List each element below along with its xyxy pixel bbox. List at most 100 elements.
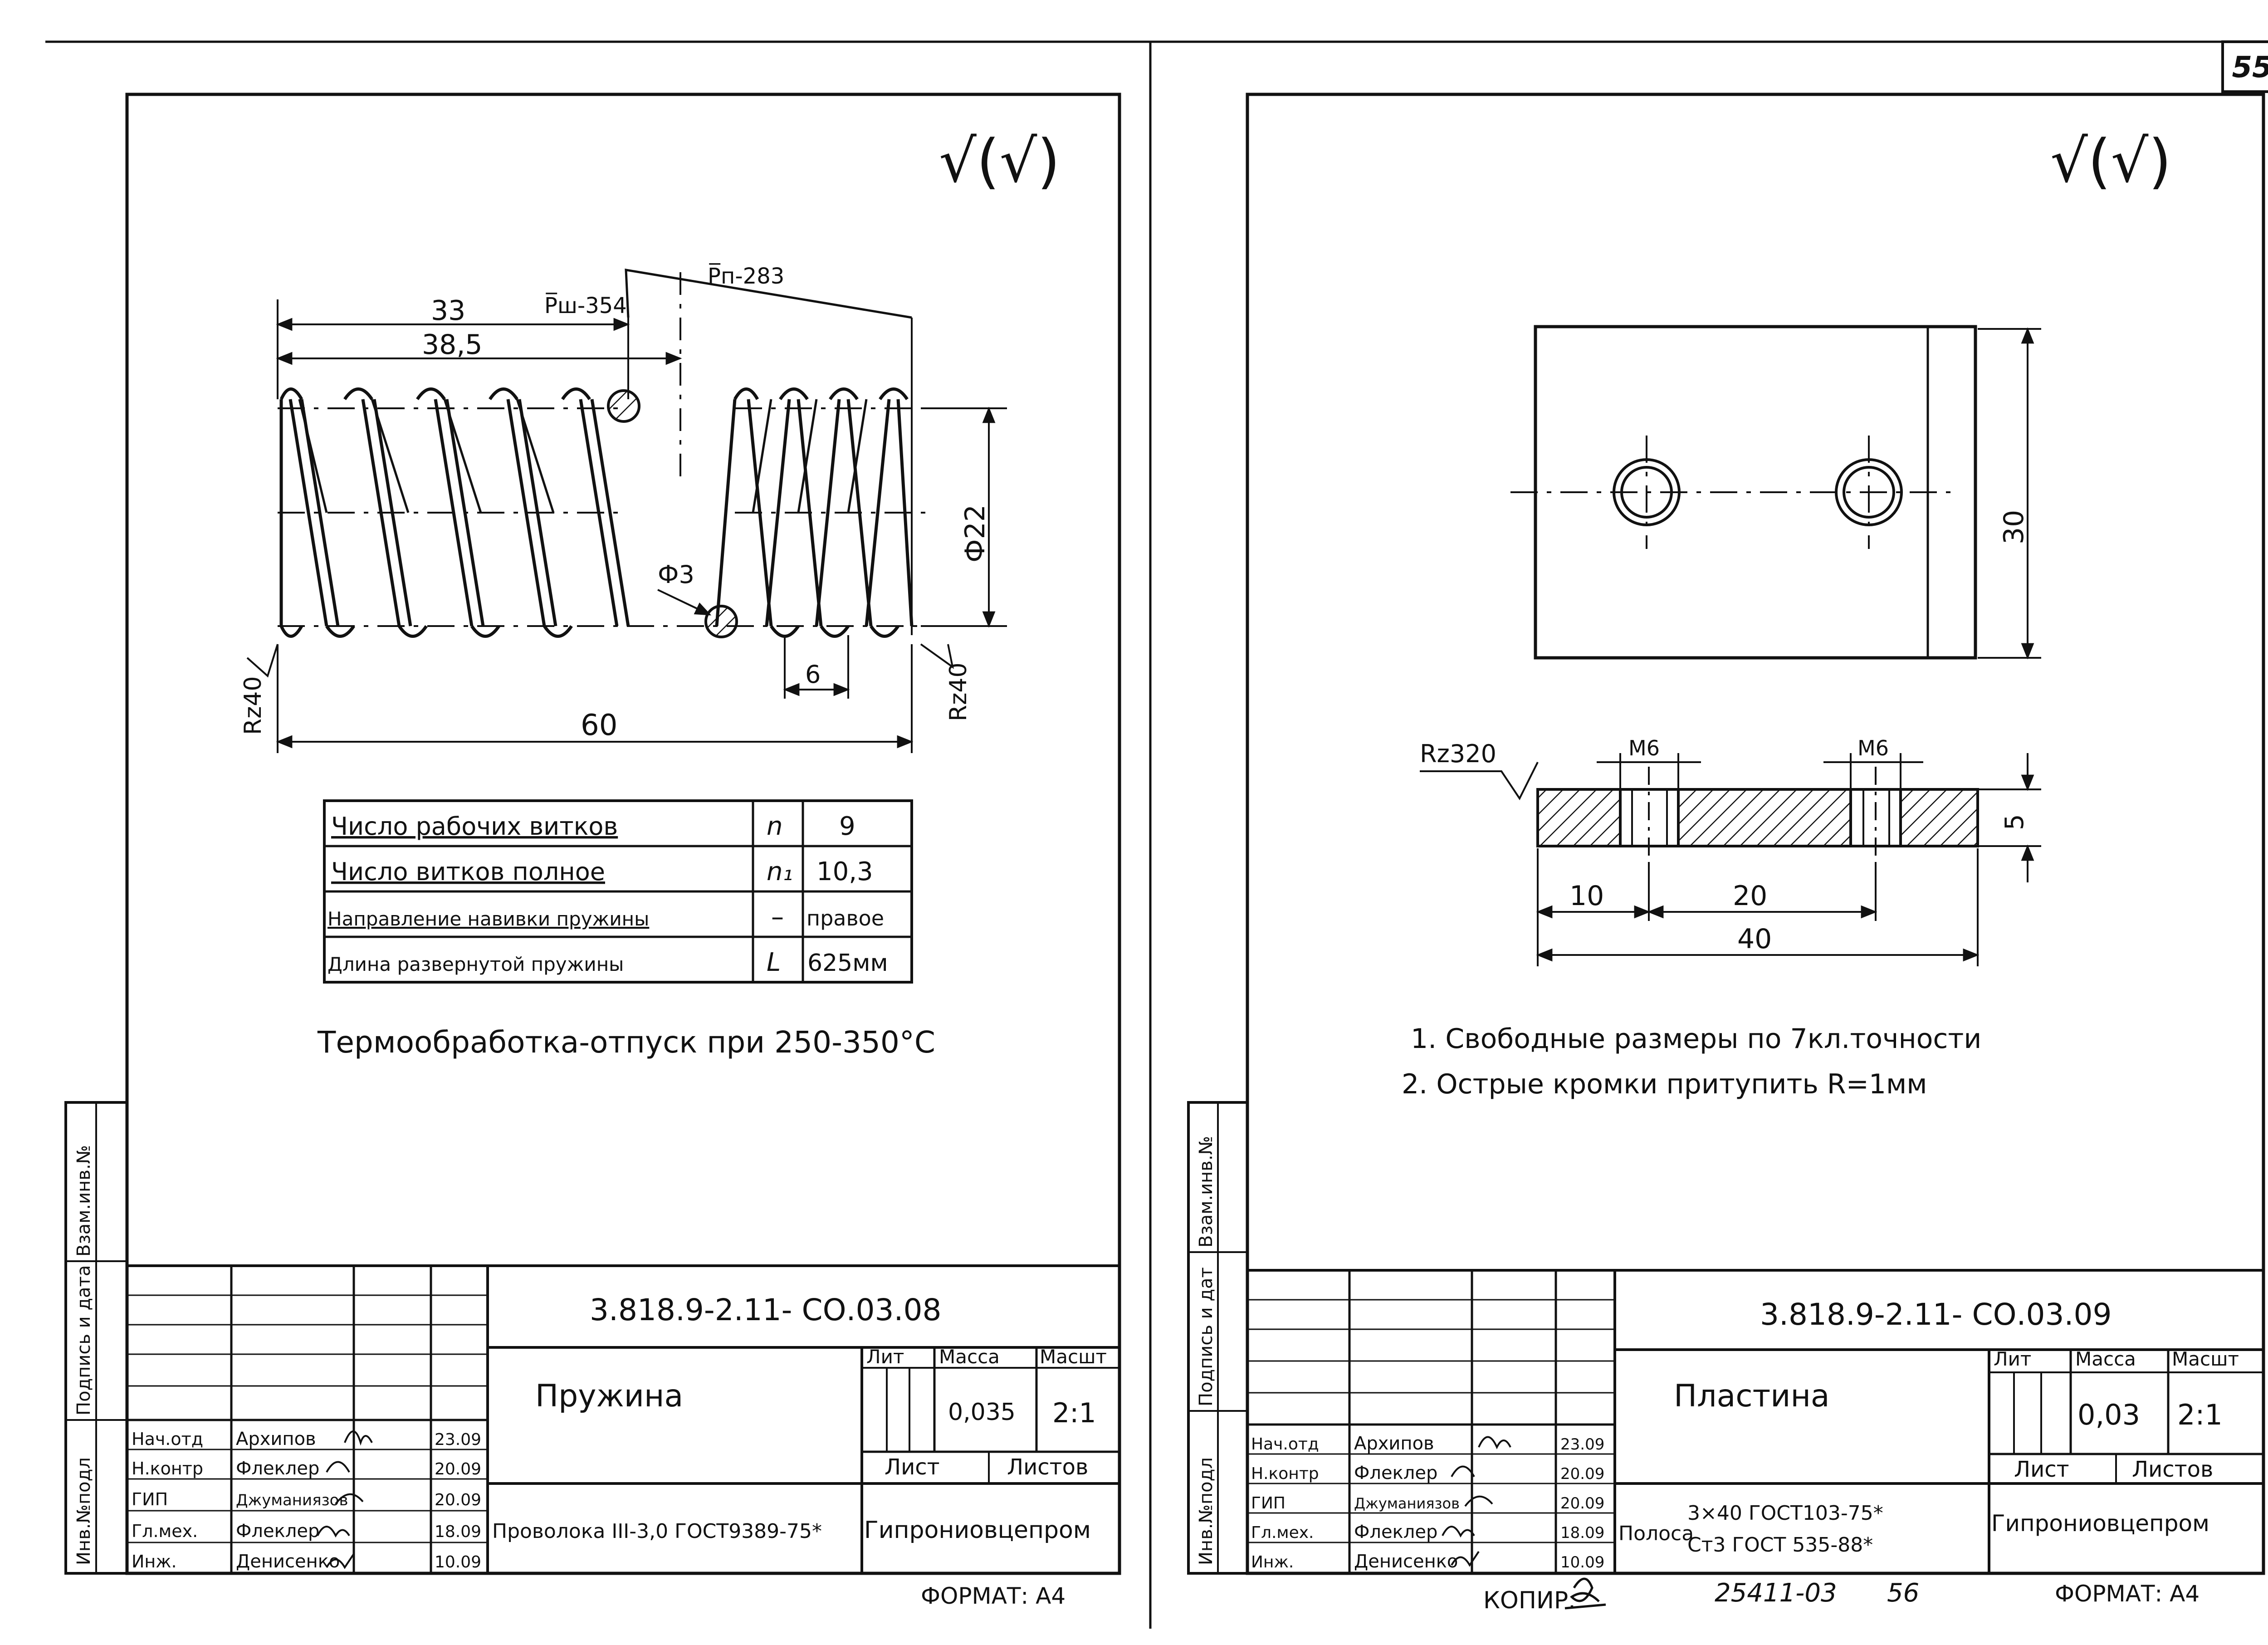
right-material-top: 3×40 ГОСТ103-75* [1687,1502,1883,1525]
right-role-3: ГИП [1251,1494,1286,1513]
right-date-1: 23.09 [1560,1435,1604,1454]
right-sheets-label: Листов [2132,1457,2213,1482]
dim-m6-left: М6 [1628,736,1660,760]
left-date-4: 18.09 [435,1523,481,1541]
right-date-2: 20.09 [1560,1465,1604,1483]
left-role-3: ГИП [132,1489,168,1509]
dim-5: 5 [2000,814,2029,830]
left-side-label-3: Взам.инв.№ [73,1145,94,1257]
hole-left-inner [1620,466,1673,519]
right-mass-value: 0,03 [2077,1398,2140,1431]
left-frame [125,93,1121,1575]
dim-p3: P̅ш-354 [544,292,627,318]
left-material: Проволока III-3,0 ГОСТ9389-75* [492,1520,822,1543]
right-note-2: 2. Острые кромки притупить R=1мм [1402,1068,1927,1100]
spec-row-2-label: Число витков полное [331,857,605,886]
right-name-1: Архипов [1354,1433,1434,1454]
left-col-scale: Масшт [1040,1346,1107,1368]
spring-coils-right [715,387,914,638]
left-name-4: Флеклер [236,1521,319,1542]
dim-phi22: Ф22 [959,504,991,563]
left-col-mass: Масса [939,1346,1000,1368]
hole-left-outer [1613,458,1681,526]
left-name-3: Джуманиязов [236,1491,348,1509]
plate-section-view: М6 М6 Rz320 5 10 20 40 [1420,736,2041,966]
dim-20: 20 [1733,880,1767,912]
left-role-2: Н.контр [132,1459,203,1479]
right-roughness-mark: √(√) [2050,127,2171,196]
spec-row-1-label: Число рабочих витков [331,812,618,841]
left-sheet: √(√) [64,93,1121,1609]
right-role-2: Н.контр [1251,1464,1319,1483]
spec-row-4-val: 625мм [807,950,888,977]
right-note-1: 1. Свободные размеры по 7кл.точности [1411,1023,1981,1055]
right-role-4: Гл.мех. [1251,1523,1314,1542]
dim-6: 6 [805,660,821,689]
left-col-lit: Лит [866,1346,904,1368]
left-title-block: 3.818.9-2.11- СО.03.08 Пружина Лит Масса… [127,1264,1119,1609]
left-organization: Гипрониовцепром [864,1517,1091,1544]
spec-row-1-sym: n [767,812,783,841]
right-format: ФОРМАТ: А4 [2055,1581,2200,1607]
dim-60: 60 [581,709,617,742]
dim-40: 40 [1737,923,1772,955]
right-col-scale: Масшт [2172,1348,2239,1370]
left-scale-value: 2:1 [1052,1397,1096,1429]
right-scale-value: 2:1 [2177,1398,2223,1431]
left-sheet-label: Лист [885,1454,940,1480]
left-side-strip: Инв.№подл Подпись и дата Взам.инв.№ [64,1101,128,1575]
spec-row-3-sym: – [771,902,784,932]
right-name-5: Денисенко [1354,1551,1458,1572]
right-date-5: 10.09 [1560,1553,1604,1572]
spring-coils-left [279,387,630,638]
spring-drawing [278,272,930,638]
bottom-page: 56 [1887,1578,1919,1608]
right-frame [1246,93,2265,1575]
right-doc-code: 3.818.9-2.11- СО.03.09 [1760,1297,2112,1332]
right-sheet-label: Лист [2014,1457,2069,1482]
kopir-signature [1564,1577,1606,1610]
left-mass-value: 0,035 [948,1399,1016,1426]
spec-row-1-val: 9 [839,812,855,841]
spec-row-2-val: 10,3 [816,857,873,886]
spec-row-3-label: Направление навивки пружины [327,908,649,930]
kopir-label: КОПИР. [1483,1587,1576,1614]
spring-dimensions: 33 38,5 P̅ш-354 P̅п-283 Ф22 Ф3 6 60 Rz40 [240,263,1007,753]
right-col-lit: Лит [1994,1348,2031,1370]
left-name-1: Архипов [236,1429,316,1449]
rz-left: Rz40 [240,676,267,735]
left-signatures [317,1430,373,1569]
left-side-label-2: Подпись и дата [73,1265,94,1415]
left-date-5: 10.09 [435,1553,481,1572]
right-organization: Гипрониовцепром [1991,1510,2209,1537]
left-roughness-mark: √(√) [939,127,1060,196]
wire-section-top [607,389,640,423]
hole-right-outer [1835,458,1903,526]
wire-section-bottom [704,605,738,638]
right-side-label-2: Подпись и дат [1196,1267,1217,1406]
plate-front-view: 30 [1510,325,2041,660]
dim-m6-right: М6 [1857,736,1889,760]
dim-33: 33 [431,295,465,327]
left-sheets-label: Листов [1007,1454,1088,1480]
spec-row-2-sym: n₁ [767,857,793,886]
left-doc-code: 3.818.9-2.11- СО.03.08 [590,1292,941,1327]
left-format: ФОРМАТ: А4 [921,1583,1066,1609]
left-date-1: 23.09 [435,1430,481,1449]
rz-right: Rz40 [945,662,972,721]
spring-spec-table: Число рабочих витков n 9 Число витков по… [323,799,913,984]
rz320-label: Rz320 [1420,739,1496,768]
dim-10: 10 [1569,880,1604,912]
right-material-bottom: Ст3 ГОСТ 535-88* [1687,1533,1873,1557]
hole-right-inner [1843,466,1895,519]
right-col-mass: Масса [2075,1348,2136,1370]
page-number-box [2221,40,2268,93]
right-role-5: Инж. [1251,1553,1294,1572]
left-role-1: Нач.отд [132,1429,203,1449]
right-side-label-1: Инв.№подл [1196,1457,1217,1565]
right-signatures [1442,1436,1511,1567]
spec-row-4-label: Длина развернутой пружины [327,953,624,975]
left-role-5: Инж. [132,1552,177,1572]
dim-38-5: 38,5 [422,329,483,361]
right-title-block: 3.818.9-2.11- СО.03.09 Пластина Лит Масс… [1247,1269,2263,1607]
